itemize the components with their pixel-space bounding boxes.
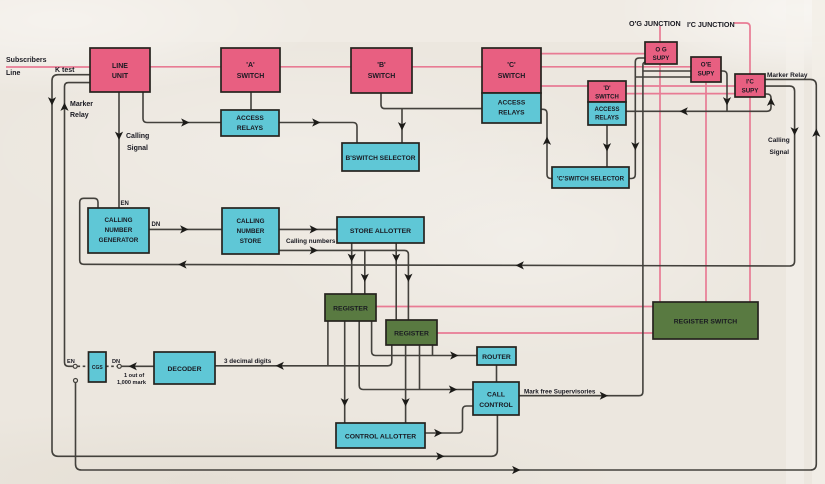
- svg-text:CALLING: CALLING: [105, 217, 133, 224]
- svg-text:SWITCH: SWITCH: [498, 73, 526, 80]
- svg-text:Calling numbers: Calling numbers: [286, 238, 336, 245]
- svg-text:GENERATOR: GENERATOR: [99, 237, 139, 244]
- svg-text:LINE: LINE: [112, 63, 128, 70]
- svg-text:REGISTER: REGISTER: [394, 331, 429, 338]
- svg-text:SWITCH: SWITCH: [368, 73, 396, 80]
- svg-text:Relay: Relay: [70, 112, 89, 119]
- svg-text:1,000 mark: 1,000 mark: [117, 380, 147, 386]
- svg-text:STORE ALLOTTER: STORE ALLOTTER: [350, 228, 411, 235]
- svg-text:STORE: STORE: [240, 238, 262, 245]
- svg-text:Marker: Marker: [70, 101, 93, 108]
- svg-text:CGS: CGS: [92, 365, 104, 371]
- svg-text:Signal: Signal: [127, 145, 148, 152]
- svg-text:O G: O G: [655, 47, 667, 54]
- svg-text:DN: DN: [152, 222, 161, 228]
- svg-text:CONTROL ALLOTTER: CONTROL ALLOTTER: [345, 434, 416, 441]
- svg-text:'D': 'D': [603, 86, 611, 92]
- svg-text:ACCESS: ACCESS: [236, 115, 264, 122]
- svg-text:B'SWITCH SELECTOR: B'SWITCH SELECTOR: [346, 155, 416, 162]
- svg-text:RELAYS: RELAYS: [237, 125, 264, 132]
- svg-text:UNIT: UNIT: [112, 73, 129, 80]
- svg-text:Line: Line: [6, 70, 20, 77]
- svg-text:Marker Relay: Marker Relay: [767, 72, 808, 79]
- svg-text:DECODER: DECODER: [168, 366, 202, 373]
- svg-text:NUMBER: NUMBER: [105, 227, 133, 234]
- svg-text:CONTROL: CONTROL: [479, 402, 513, 409]
- svg-text:O'E: O'E: [701, 62, 711, 69]
- svg-text:EN: EN: [121, 201, 129, 207]
- svg-text:Calling: Calling: [126, 133, 149, 140]
- svg-text:Signal: Signal: [770, 149, 790, 156]
- svg-text:SWITCH: SWITCH: [595, 95, 619, 101]
- svg-text:K test: K test: [55, 67, 75, 74]
- svg-text:O′G JUNCTION: O′G JUNCTION: [629, 19, 681, 28]
- svg-text:SWITCH: SWITCH: [237, 73, 265, 80]
- svg-text:SUPY: SUPY: [698, 71, 716, 78]
- svg-text:CALLING: CALLING: [237, 218, 265, 225]
- svg-text:CALL: CALL: [487, 392, 505, 399]
- svg-text:I′C JUNCTION: I′C JUNCTION: [687, 20, 735, 29]
- svg-text:'B': 'B': [377, 62, 386, 69]
- svg-text:3 decimal digits: 3 decimal digits: [224, 358, 272, 365]
- svg-text:'C'SWITCH SELECTOR: 'C'SWITCH SELECTOR: [557, 176, 625, 183]
- svg-text:1 out of: 1 out of: [124, 373, 144, 379]
- svg-text:'A': 'A': [246, 62, 255, 69]
- svg-text:Mark free Supervisories: Mark free Supervisories: [524, 389, 596, 396]
- svg-text:RELAYS: RELAYS: [595, 116, 619, 122]
- svg-text:I'C: I'C: [746, 79, 754, 86]
- svg-text:DN: DN: [112, 359, 120, 365]
- svg-text:EN: EN: [67, 359, 75, 365]
- svg-text:SUPY: SUPY: [653, 55, 671, 62]
- svg-text:ACCESS: ACCESS: [594, 107, 619, 113]
- svg-text:ACCESS: ACCESS: [498, 100, 526, 107]
- svg-text:ROUTER: ROUTER: [482, 354, 511, 361]
- svg-text:RELAYS: RELAYS: [498, 110, 525, 117]
- svg-text:Subscribers: Subscribers: [6, 57, 47, 64]
- svg-text:REGISTER: REGISTER: [333, 306, 368, 313]
- svg-text:'C': 'C': [507, 62, 516, 69]
- svg-text:REGISTER SWITCH: REGISTER SWITCH: [674, 319, 738, 326]
- svg-text:Calling: Calling: [768, 137, 790, 144]
- svg-text:NUMBER: NUMBER: [237, 228, 265, 235]
- svg-text:SUPY: SUPY: [742, 88, 760, 95]
